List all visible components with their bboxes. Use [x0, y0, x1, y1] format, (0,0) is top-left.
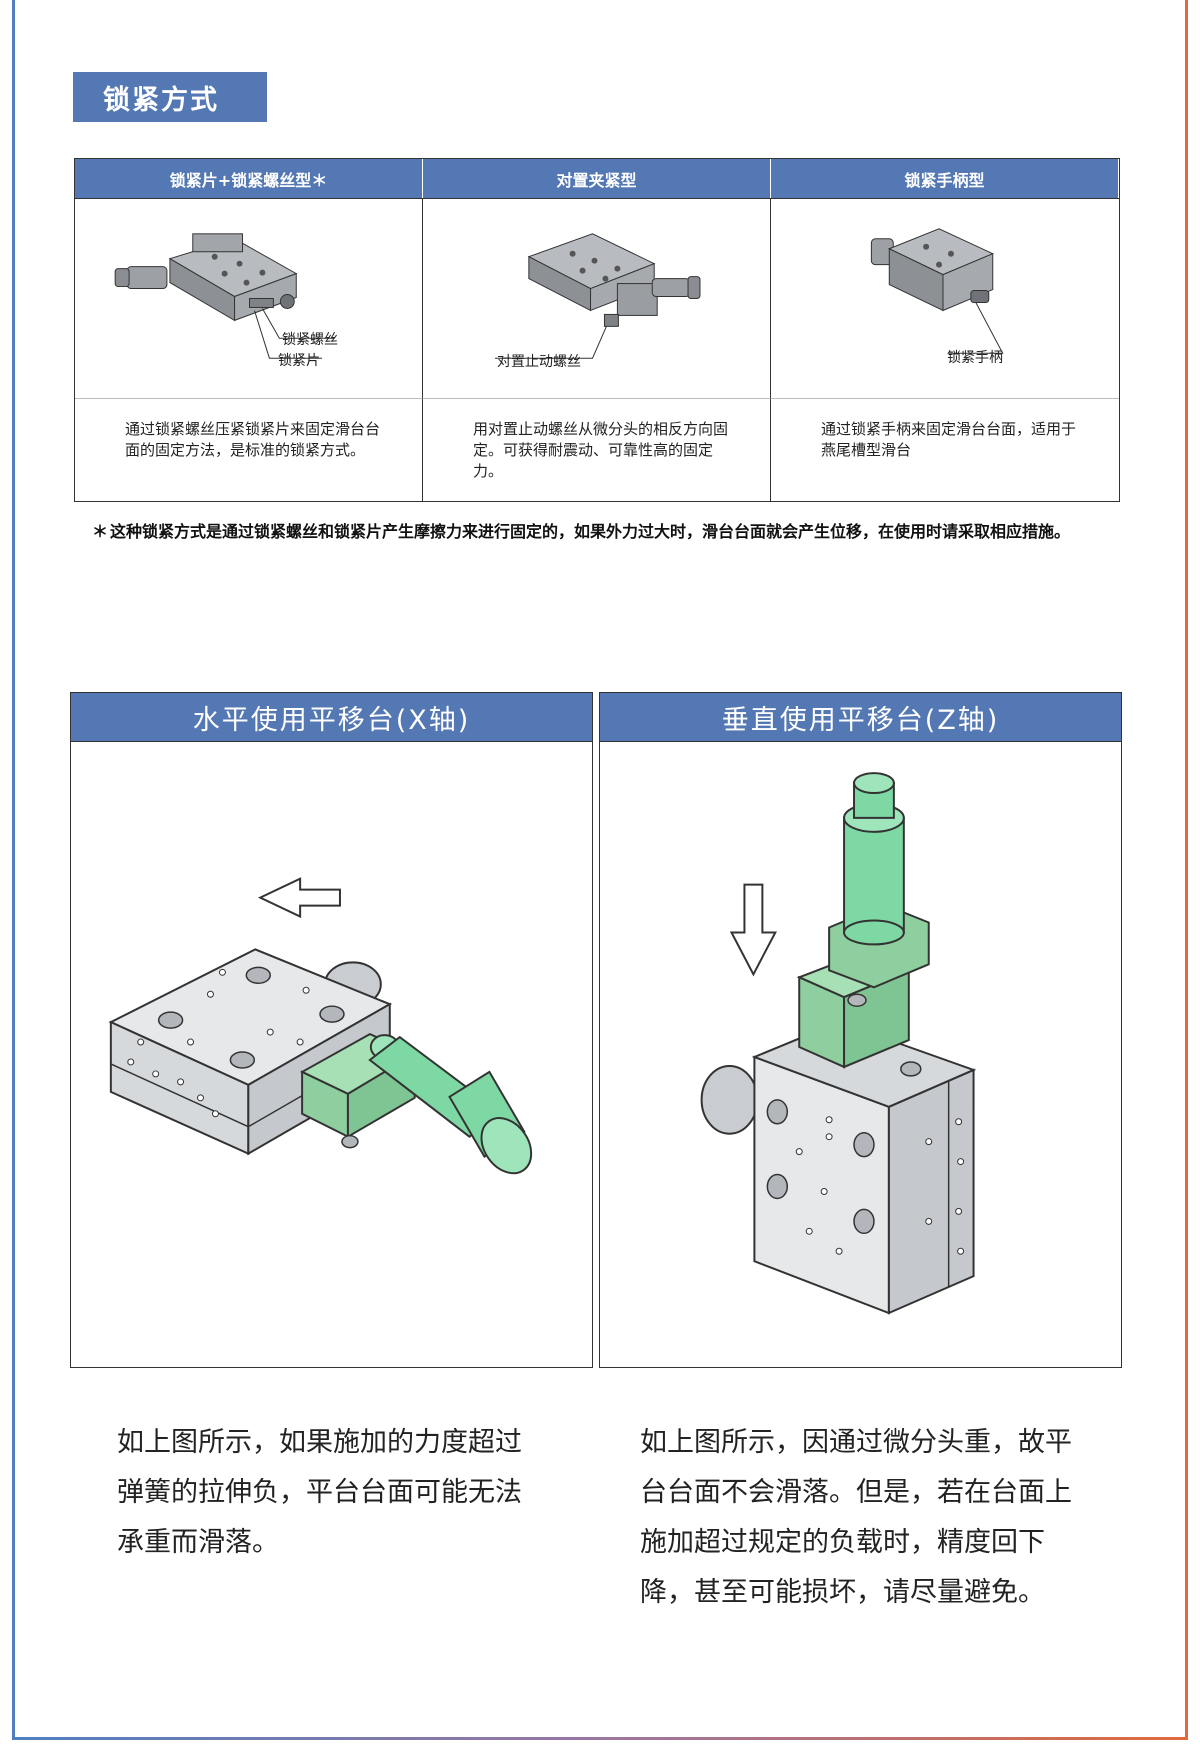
callout-lock-screw: 锁紧螺丝	[282, 332, 338, 348]
footnote-mark: ＊	[92, 522, 109, 541]
column-header-lock-plate-screw: 锁紧片+锁紧螺丝型＊	[75, 159, 423, 198]
description-lock-handle: 通过锁紧手柄来固定滑台台面，适用于燕尾槽型滑台	[771, 398, 1119, 501]
horizontal-stage-illustration	[108, 877, 533, 1175]
lock-plate-stage-illustration	[114, 233, 335, 359]
panel-horizontal-x-axis: 水平使用平移台(X轴)	[70, 692, 593, 1368]
footnote: ＊ 这种锁紧方式是通过锁紧螺丝和锁紧片产生摩擦力来进行固定的，如果外力过大时，滑…	[92, 520, 1092, 543]
page-border-left	[12, 0, 15, 1740]
column-header-lock-handle: 锁紧手柄型	[771, 159, 1119, 198]
callout-opposed-stop-screw: 对置止动螺丝	[497, 354, 581, 370]
description-opposed-clamp: 用对置止动螺丝从微分头的相反方向固定。可获得耐震动、可靠性高的固定力。	[423, 398, 771, 501]
image-cell-lock-plate-screw: 锁紧螺丝 锁紧片	[75, 198, 423, 398]
vertical-usage-description: 如上图所示，因通过微分头重，故平台台面不会滑落。但是，若在台面上施加超过规定的负…	[640, 1427, 1072, 1608]
panel-title-vertical: 垂直使用平移台(Z轴)	[600, 693, 1121, 742]
arrow-down-icon	[729, 883, 777, 977]
callout-lock-handle: 锁紧手柄	[947, 350, 1003, 366]
image-cell-opposed-clamp: 对置止动螺丝	[423, 198, 771, 398]
footnote-text: 这种锁紧方式是通过锁紧螺丝和锁紧片产生摩擦力来进行固定的，如果外力过大时，滑台台…	[110, 522, 1071, 541]
page-border-bottom	[12, 1737, 1188, 1740]
panel-title-horizontal: 水平使用平移台(X轴)	[71, 693, 592, 742]
panel-body-horizontal	[71, 742, 592, 1367]
vertical-stage-illustration	[700, 772, 977, 1315]
lock-handle-stage-illustration	[870, 228, 1004, 354]
section-title: 锁紧方式	[73, 72, 267, 122]
column-header-opposed-clamp: 对置夹紧型	[423, 159, 771, 198]
arrow-left-icon	[257, 877, 341, 919]
locking-method-table: 锁紧片+锁紧螺丝型＊ 对置夹紧型 锁紧手柄型 锁紧螺丝 锁紧片	[74, 158, 1120, 502]
description-lock-plate-screw: 通过锁紧螺丝压紧锁紧片来固定滑台台面的固定方法，是标准的锁紧方式。	[75, 398, 423, 501]
panel-vertical-z-axis: 垂直使用平移台(Z轴)	[599, 692, 1122, 1368]
callout-lock-plate: 锁紧片	[278, 353, 320, 369]
panel-body-vertical	[600, 742, 1121, 1367]
opposed-clamp-stage-illustration	[495, 233, 701, 359]
image-cell-lock-handle: 锁紧手柄	[771, 198, 1119, 398]
horizontal-usage-description: 如上图所示，如果施加的力度超过弹簧的拉伸负，平台台面可能无法承重而滑落。	[117, 1427, 522, 1558]
page-border-right	[1185, 0, 1188, 1740]
